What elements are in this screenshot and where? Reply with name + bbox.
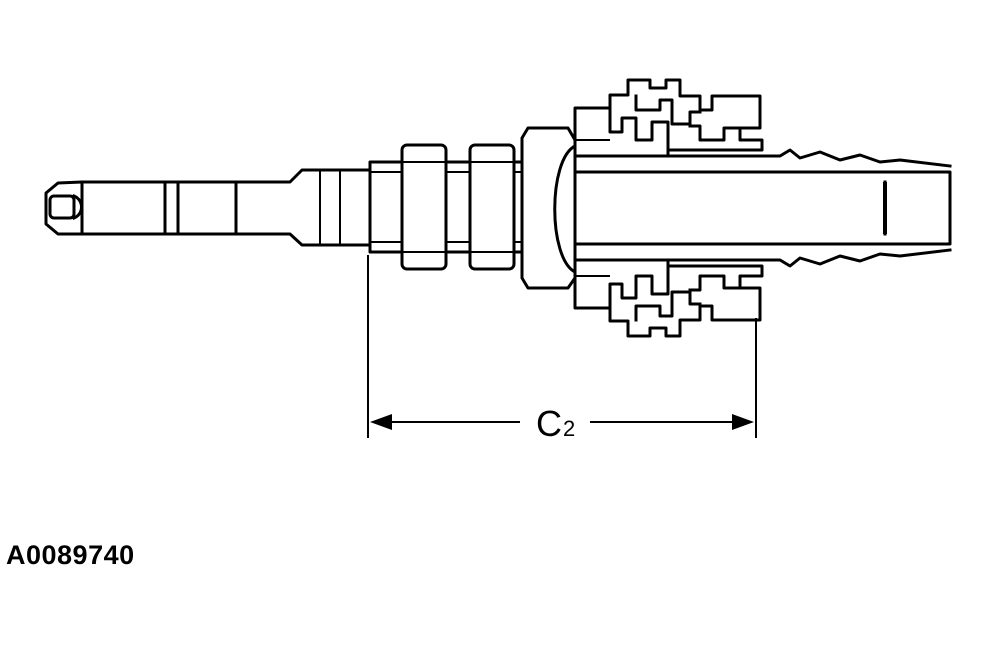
figure-id: A0089740: [6, 540, 135, 570]
lock-nut-right: [468, 143, 516, 271]
bore-tube: [573, 148, 952, 268]
arrowhead-right: [732, 414, 754, 430]
shaft-body: [80, 168, 372, 247]
bearing-pack-upper: [573, 78, 764, 158]
dimension-subscript: 2: [563, 416, 575, 441]
dimension-letter: C: [536, 403, 562, 444]
lock-nut-left: [400, 143, 448, 271]
bearing-pack-lower: [573, 258, 764, 338]
shaft-tip: [44, 180, 84, 236]
arrowhead-left: [370, 414, 392, 430]
dimension-c2: C 2: [367, 255, 757, 444]
housing-flange: [520, 126, 578, 290]
